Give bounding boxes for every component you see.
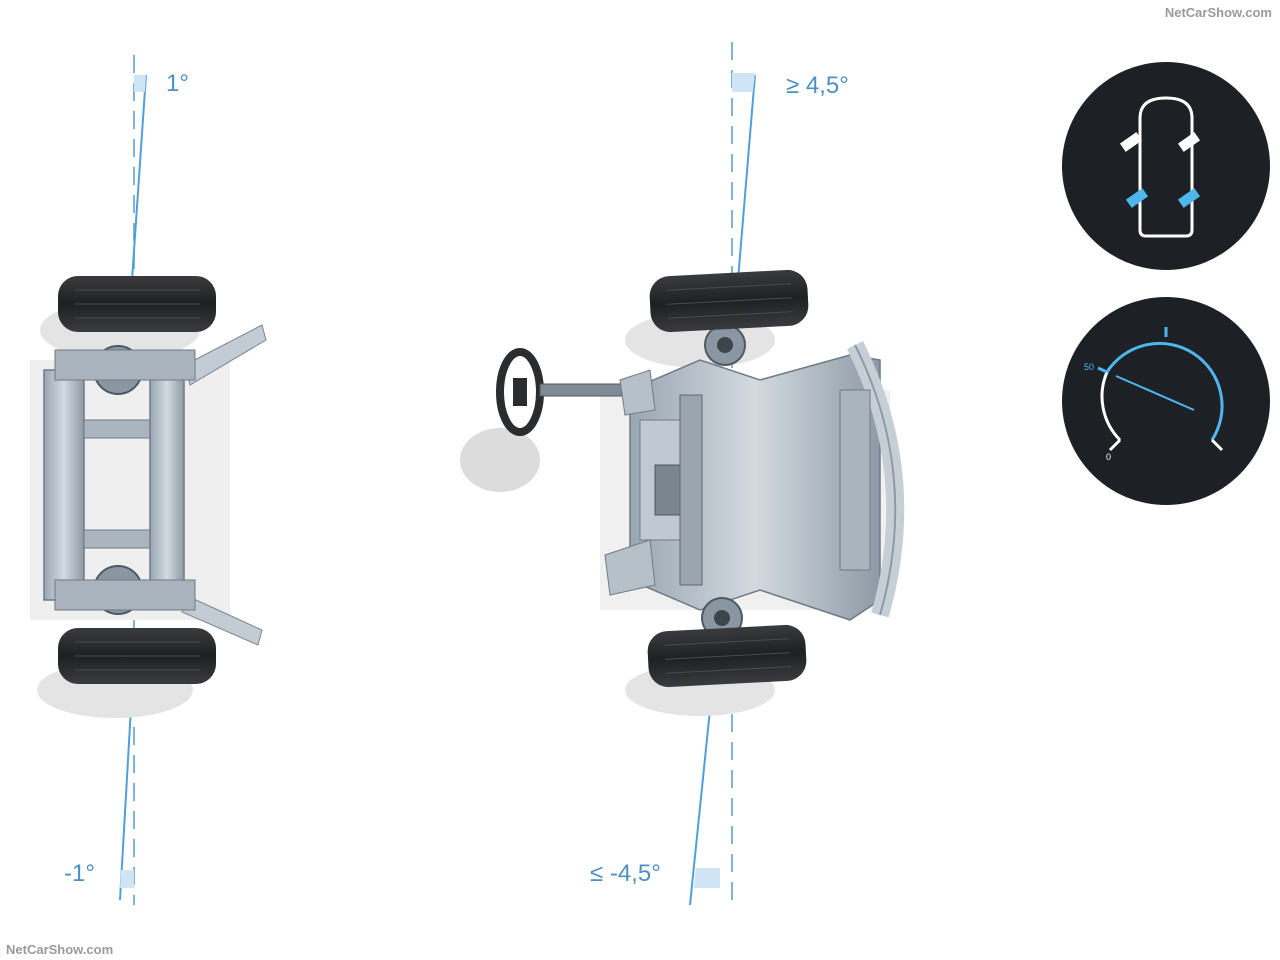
rear-subframe (43, 369, 85, 601)
rear-angle-label-top: 1° (166, 70, 189, 97)
rear-angle-label-bottom: -1° (64, 860, 95, 887)
speed-gauge-needle (1115, 375, 1195, 411)
watermark-bottom: NetCarShow.com (6, 942, 114, 957)
front-wheel-angle-line-top (737, 74, 756, 281)
front-angle-wedge-bottom (694, 868, 720, 888)
watermark-top: NetCarShow.com (1164, 5, 1272, 20)
front-angle-label-bottom: ≤ -4,5° (590, 860, 661, 887)
front-axle-assembly (460, 42, 905, 906)
front-angle-label-top: ≥ 4,5° (786, 72, 849, 99)
front-wheel-angle-line-bottom (689, 689, 713, 906)
front-wheel-icon-left (1119, 132, 1143, 152)
speed-gauge-arc-white (1100, 371, 1122, 442)
rear-angle-wedge-bottom (120, 870, 134, 888)
rear-axle-assembly (30, 55, 267, 905)
rear-wheel-angle-line-top (131, 74, 147, 281)
front-wheel-icon-right (1177, 132, 1201, 152)
front-angle-wedge-top (732, 73, 755, 92)
rear-wheel-icon-left (1125, 188, 1149, 208)
speed-gauge-label-50: 50 (1084, 362, 1095, 372)
speed-gauge-arc-blue (1105, 342, 1224, 441)
speed-gauge-badge (1062, 297, 1270, 505)
car-outline-icon (1138, 96, 1194, 238)
rear-wheel-angle-line-bottom (119, 689, 133, 901)
four-wheel-steering-badge (1062, 62, 1270, 270)
speed-gauge-label-0: 0 (1106, 452, 1112, 462)
rear-wheel-icon-right (1177, 188, 1201, 208)
rear-angle-wedge-top (134, 75, 146, 92)
